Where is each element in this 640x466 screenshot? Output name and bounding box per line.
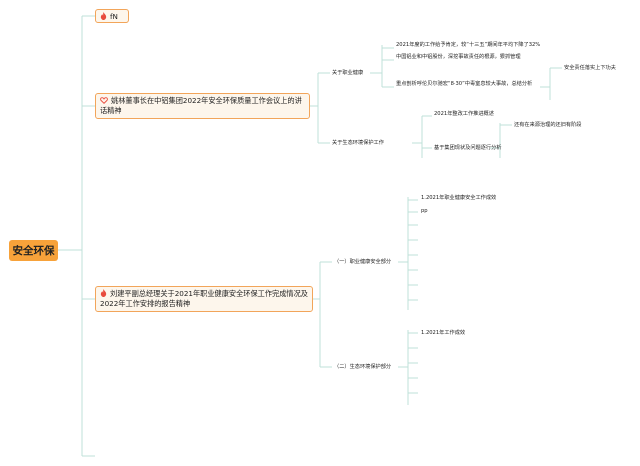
node-eco-item-2[interactable]: 基于集团现状及问题逐行分析 (434, 145, 502, 151)
node-occ-subitem[interactable]: 安全责任落实上下功夫 (564, 65, 616, 71)
node-eco-subitem[interactable]: 还有在来源治理的还旧有阶段 (514, 122, 582, 128)
heart-icon (100, 97, 108, 104)
fire-icon (100, 12, 107, 20)
node-part2-item-1[interactable]: 1.2021年工作成效 (421, 330, 466, 336)
topic-2-label: 姚林董事长在中铝集团2022年安全环保质量工作会议上的讲话精神 (100, 96, 302, 115)
node-eco-protection[interactable]: 关于生态环境保护工作 (332, 140, 384, 146)
topic-node-2[interactable]: 姚林董事长在中铝集团2022年安全环保质量工作会议上的讲话精神 (95, 93, 310, 119)
node-eco-item-1[interactable]: 2021年整改工作推进概述 (434, 111, 494, 117)
node-part-occupational-safety[interactable]: （一）职业健康安全部分 (334, 259, 392, 265)
node-occ-item-1[interactable]: 2021年度的工作给予肯定，较“十三五”期间年平均下降了32% (396, 42, 541, 48)
fire-icon (100, 289, 107, 297)
node-occ-item-3[interactable]: 重点剖析呼伦贝尔驰宏“8·30”中毒窒息较大事故，总结分析 (396, 81, 533, 87)
node-part1-item-2[interactable]: pp (421, 208, 428, 214)
node-occupational-health[interactable]: 关于职业健康 (332, 70, 364, 76)
topic-3-label: 刘建平副总经理关于2021年职业健康安全环保工作完成情况及2022年工作安排的报… (100, 289, 308, 308)
root-label: 安全环保 (12, 245, 55, 257)
topic-node-3[interactable]: 刘建平副总经理关于2021年职业健康安全环保工作完成情况及2022年工作安排的报… (95, 286, 313, 312)
node-part-eco-protection[interactable]: （二）生态环境保护部分 (334, 364, 392, 370)
node-part1-item-1[interactable]: 1.2021年职业健康安全工作成效 (421, 195, 497, 201)
topic-node-1[interactable]: fN (95, 9, 129, 23)
topic-1-label: fN (110, 12, 118, 21)
node-occ-item-2[interactable]: 中国铝业和中铝股份，深挖事故责任的根源，狠抓管理 (396, 54, 521, 60)
root-node[interactable]: 安全环保 (9, 240, 58, 261)
